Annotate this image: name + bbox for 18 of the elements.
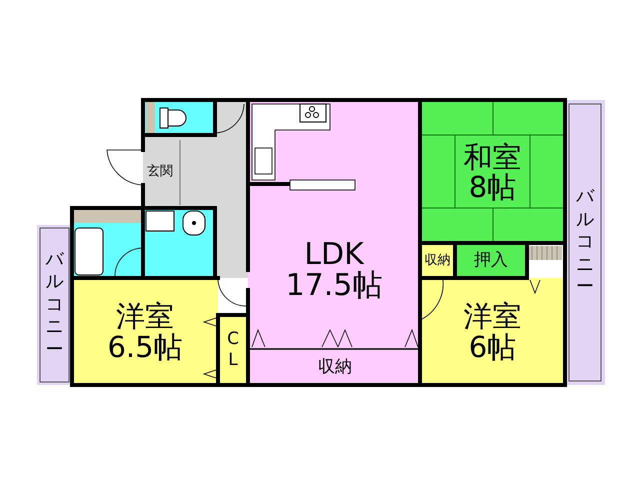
area-label: 17.5帖 [286, 270, 382, 302]
room-label: 収納 [424, 254, 450, 268]
room-label: 押入 [474, 252, 508, 270]
room-label: 洋室 [116, 301, 174, 332]
room-label: 洋室 [464, 301, 522, 332]
area-label: 6.5帖 [107, 332, 183, 362]
balcony-area [565, 100, 605, 385]
room-label: LDK [304, 238, 364, 270]
room-label: 和室 [464, 142, 522, 172]
vertical-label: CL [226, 328, 240, 372]
room-area [420, 278, 565, 385]
area-label: 8帖 [468, 172, 516, 202]
area-label: 6帖 [468, 332, 516, 362]
vertical-label: バルコニー [576, 186, 594, 299]
room-label: 玄関 [147, 165, 173, 179]
room-label: 収納 [318, 358, 352, 376]
room-area [72, 278, 218, 385]
vertical-label: バルコニー [45, 248, 64, 362]
